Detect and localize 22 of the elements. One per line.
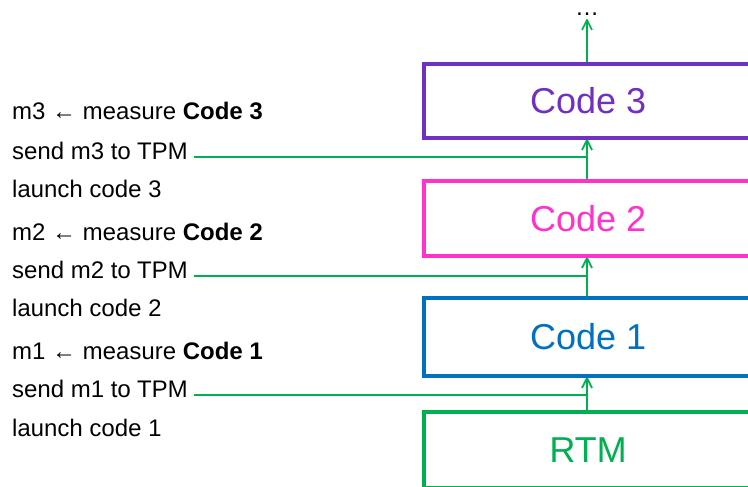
step-text: send m3 to TPM xyxy=(12,133,194,171)
ellipsis-text: … xyxy=(570,0,604,20)
code-box xyxy=(422,179,748,258)
step-text: launch code 2 xyxy=(12,294,162,324)
step-text: m1 ← measure Code 1 xyxy=(12,337,263,367)
box-label: Code 1 xyxy=(528,319,648,355)
code-box xyxy=(422,296,748,378)
arrow xyxy=(194,377,593,396)
step-text: send m2 to TPM xyxy=(12,252,194,290)
arrow xyxy=(194,139,593,158)
box-label: Code 2 xyxy=(528,200,648,236)
box-label: RTM xyxy=(548,432,628,468)
box-label: Code 3 xyxy=(528,83,648,119)
arrow xyxy=(581,19,593,62)
step-text: m3 ← measure Code 3 xyxy=(12,97,263,127)
code-box xyxy=(422,410,748,487)
step-text: send m1 to TPM xyxy=(12,371,194,409)
step-text: launch code 1 xyxy=(12,414,162,444)
code-box xyxy=(422,62,748,140)
step-text: launch code 3 xyxy=(12,175,162,205)
step-text: m2 ← measure Code 2 xyxy=(12,218,263,248)
arrow xyxy=(194,257,593,277)
